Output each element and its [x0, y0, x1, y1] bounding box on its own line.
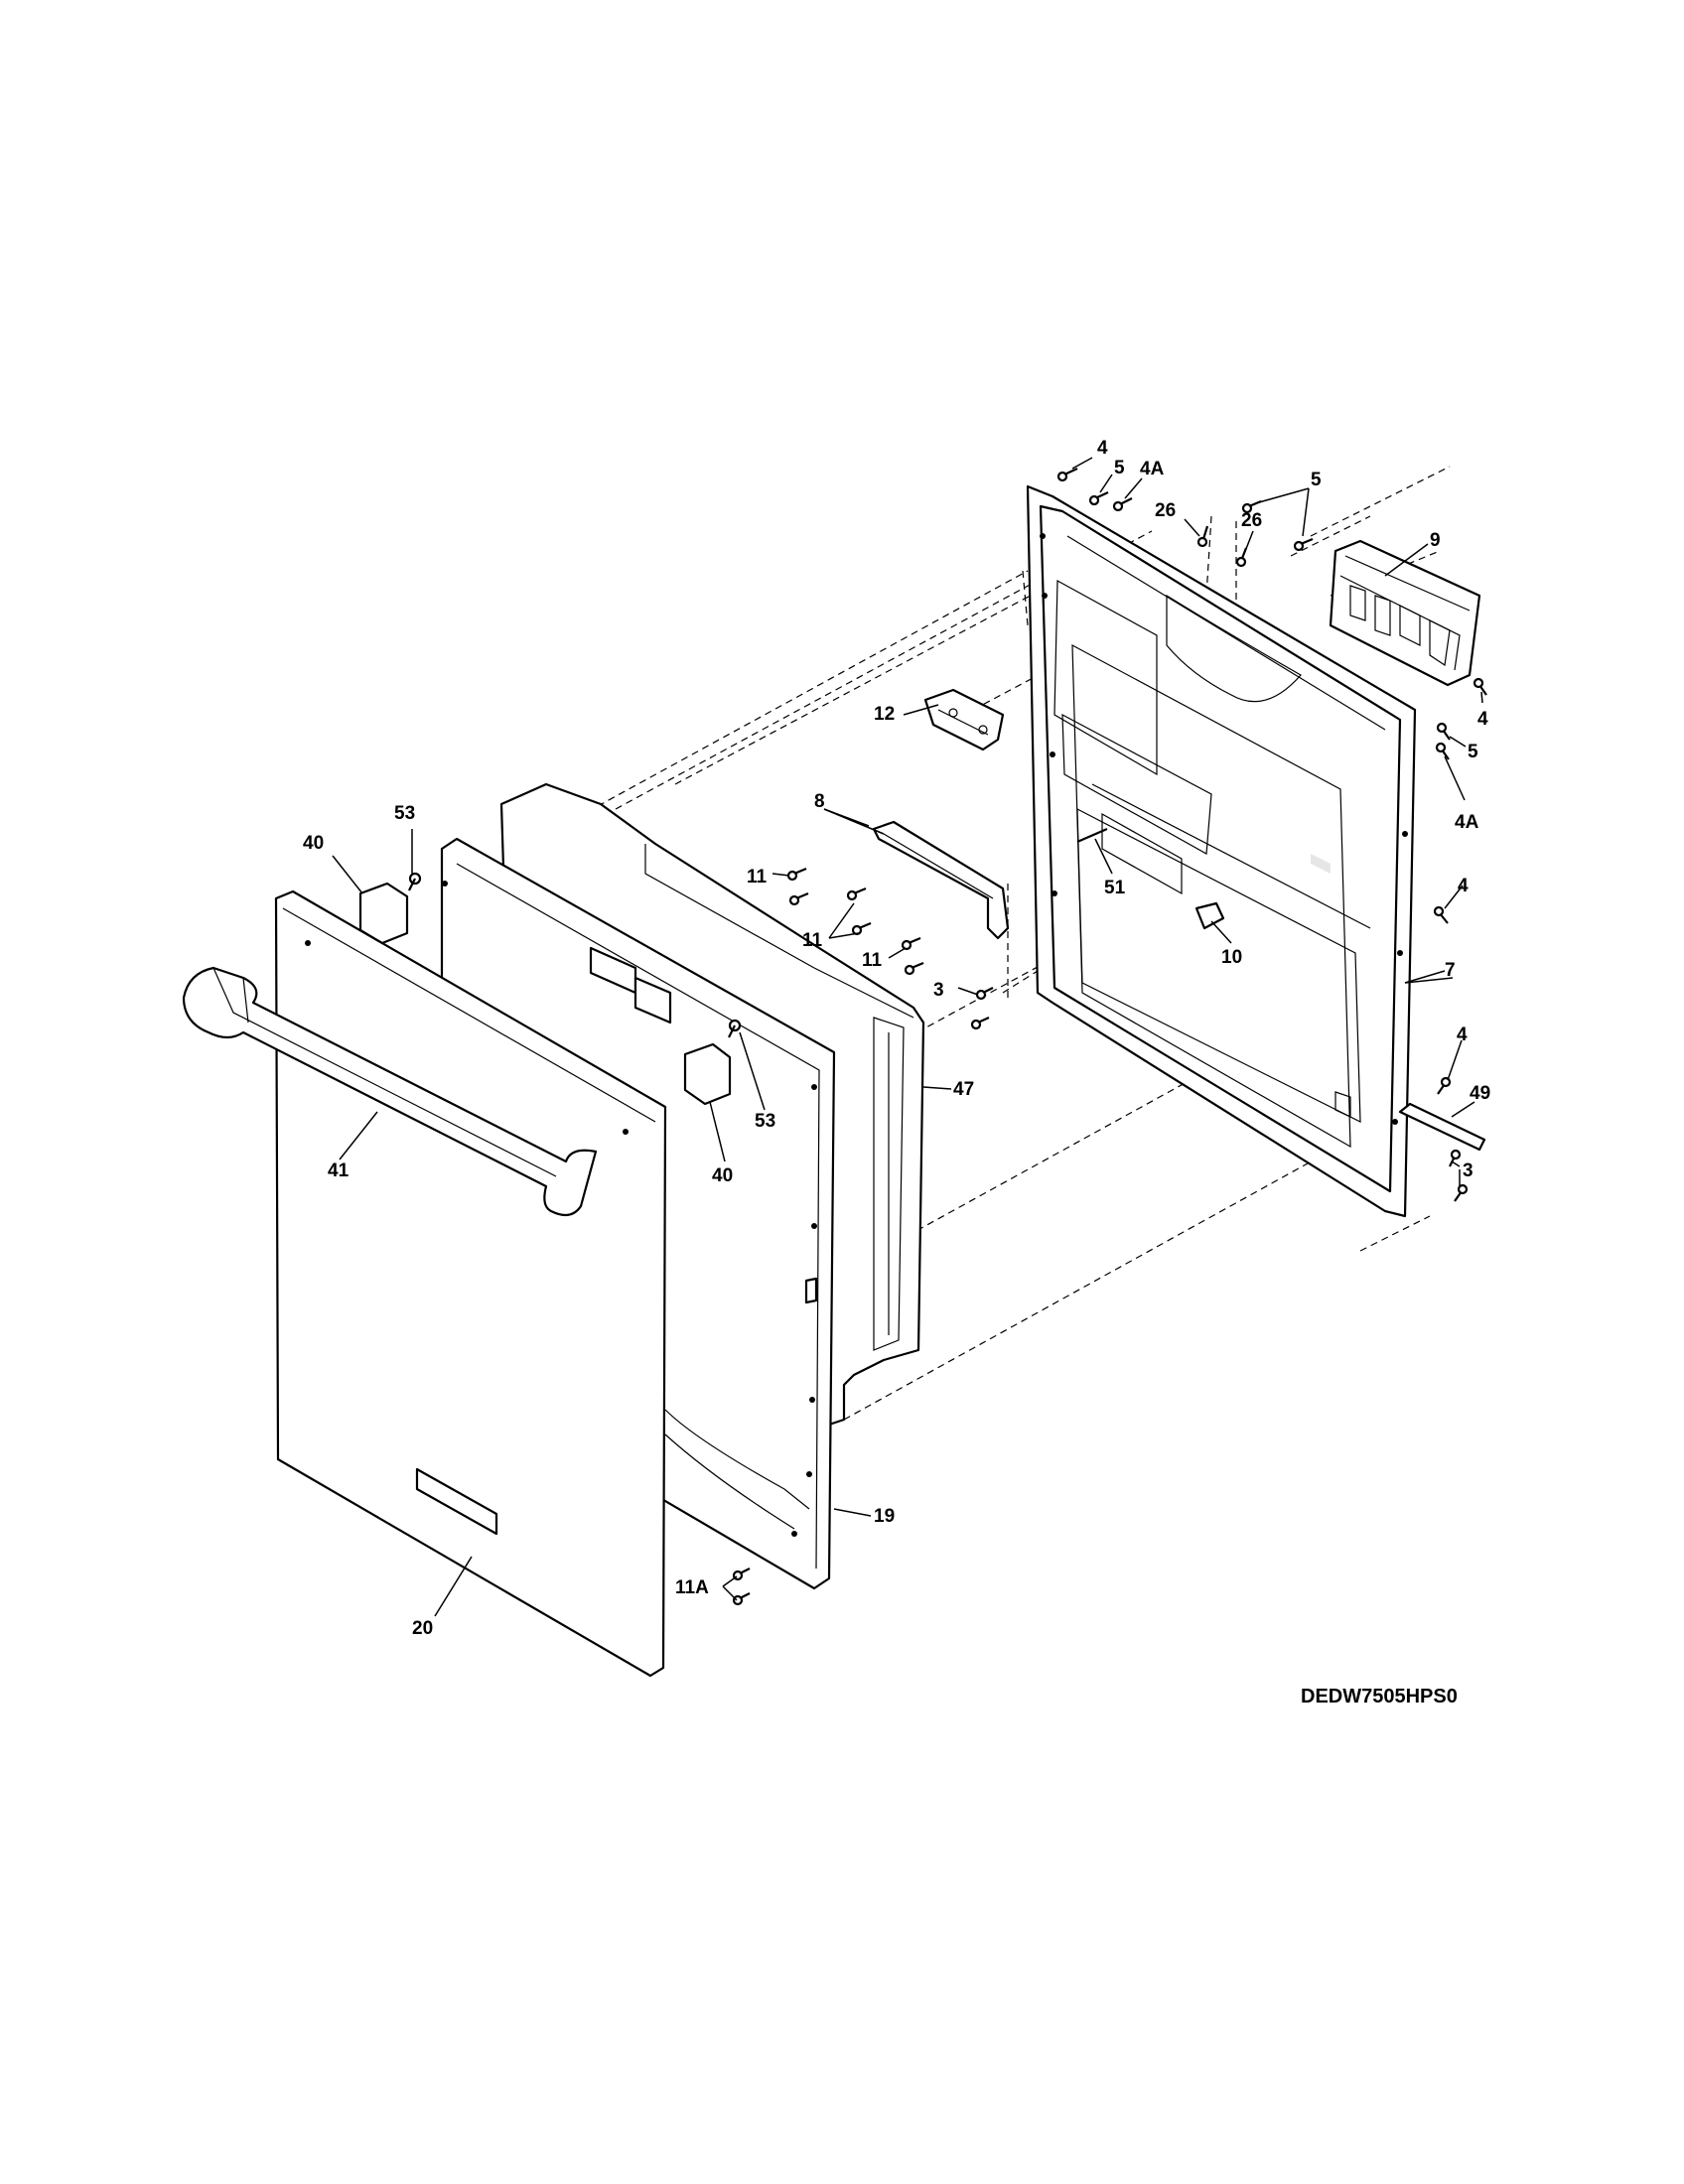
part-label-5: 5	[1311, 470, 1322, 490]
part-label-40: 40	[712, 1165, 733, 1186]
leader-lines	[332, 457, 1483, 1617]
part-label-41: 41	[328, 1160, 350, 1181]
part-label-26: 26	[1241, 510, 1262, 531]
part-label-11A: 11A	[675, 1577, 709, 1598]
part-label-4: 4	[1458, 876, 1469, 896]
part-label-47: 47	[953, 1079, 974, 1100]
part-label-40: 40	[303, 833, 324, 854]
part-label-53: 53	[755, 1111, 775, 1132]
part-label-53: 53	[394, 803, 415, 824]
seal-strip	[1398, 1102, 1486, 1152]
inner-door-panel	[1026, 484, 1417, 1218]
part-label-10: 10	[1221, 947, 1242, 968]
part-label-7: 7	[1445, 960, 1456, 981]
control-board	[1329, 539, 1481, 687]
door-latch	[923, 688, 1005, 751]
part-label-4A: 4A	[1140, 459, 1165, 479]
part-label-4: 4	[1457, 1024, 1468, 1045]
part-label-5: 5	[1114, 458, 1125, 478]
part-label-4A: 4A	[1455, 812, 1479, 833]
mounting-brackets	[358, 872, 742, 1106]
part-labels: 4 5 4A 26 26 5 9 4 5 4A 12 8 11 11 11 3 …	[303, 438, 1490, 1639]
part-label-11: 11	[802, 930, 823, 951]
part-label-26: 26	[1155, 500, 1176, 521]
part-label-20: 20	[412, 1618, 433, 1639]
pin-and-clip	[1076, 827, 1225, 930]
part-label-12: 12	[874, 704, 895, 725]
door-handle	[182, 966, 598, 1217]
part-label-4: 4	[1097, 438, 1108, 459]
part-label-49: 49	[1470, 1083, 1490, 1104]
part-label-3: 3	[1463, 1160, 1474, 1181]
part-label-9: 9	[1430, 530, 1441, 551]
model-code: DEDW7505HPS0	[1301, 1686, 1458, 1707]
part-label-8: 8	[814, 791, 825, 812]
part-label-5: 5	[1468, 742, 1478, 762]
part-label-11: 11	[747, 867, 768, 887]
part-label-3: 3	[933, 980, 944, 1001]
part-label-11: 11	[862, 950, 883, 971]
part-label-19: 19	[874, 1506, 895, 1527]
part-label-51: 51	[1104, 878, 1126, 898]
handle-bracket	[872, 820, 1010, 940]
part-label-4: 4	[1477, 709, 1488, 730]
